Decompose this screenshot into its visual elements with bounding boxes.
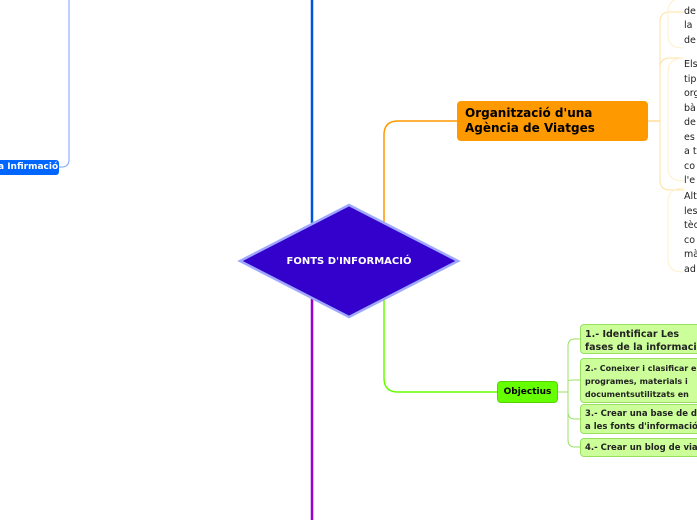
goal-2-label: 2.- Coneixer i clasificar e programes, m… [585, 364, 697, 399]
goal-connector-1 [558, 338, 580, 393]
goal-4-label: 4.- Crear un blog de viat [585, 443, 697, 453]
org-child-frame-1 [667, 0, 685, 49]
goal-1[interactable]: 1.- Identificar Les fases de la informac… [580, 324, 697, 354]
org-subtopic-1[interactable]: d de la de [684, 0, 696, 46]
branch-informacio-label: a Infirmació [0, 162, 59, 172]
org-child-2 [659, 57, 684, 121]
branch-organitzacio-label: Organització d'una Agència de Viatges [465, 106, 595, 135]
branch-informacio[interactable]: a Infirmació [0, 160, 59, 175]
goal-3-label: 3.- Crear una base de da a les fonts d'i… [585, 409, 697, 432]
org-child-frame-3 [667, 187, 685, 273]
goal-connector-2 [567, 379, 580, 392]
goal-2[interactable]: 2.- Coneixer i clasificar e programes, m… [580, 358, 697, 403]
info-connector [56, 0, 70, 168]
org-subtopic-2[interactable]: Els tip org bà de es a t co l'e [684, 59, 697, 186]
org-child-3 [659, 121, 684, 191]
obj-connector [383, 262, 497, 393]
central-topic-label: FONTS D'INFORMACIÓ [286, 255, 412, 267]
org-subtopic-3[interactable]: Alt les tèc co mà ad [684, 191, 697, 275]
branch-objectius-label: Objectius [503, 387, 552, 397]
central-topic[interactable]: FONTS D'INFORMACIÓ [240, 205, 458, 317]
org-connector [383, 120, 457, 255]
goal-1-label: 1.- Identificar Les fases de la informac… [585, 329, 697, 353]
center-diamond [237, 203, 461, 319]
branch-organitzacio[interactable]: Organització d'una Agència de Viatges [457, 101, 648, 141]
branch-objectius[interactable]: Objectius [497, 381, 558, 403]
org-child-frame-2 [667, 57, 685, 182]
goal-4[interactable]: 4.- Crear un blog de viat [580, 438, 697, 457]
org-child-1 [659, 11, 684, 121]
goal-3[interactable]: 3.- Crear una base de da a les fonts d'i… [580, 404, 697, 434]
goal-connector-4 [567, 392, 580, 448]
goal-connector-3 [567, 392, 580, 420]
